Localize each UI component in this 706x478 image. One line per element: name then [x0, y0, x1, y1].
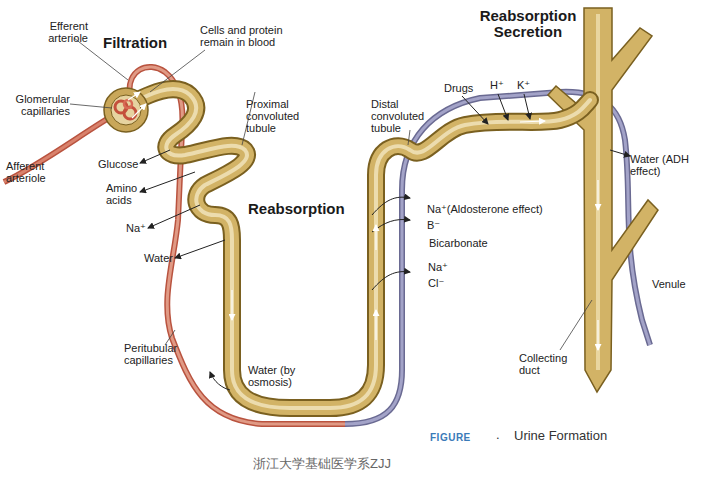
- water-arrow: [610, 150, 630, 156]
- callout-label: Efferent arteriole: [36, 20, 88, 44]
- section-heading: Reabsorption: [248, 201, 345, 217]
- glomerular-capillary: [124, 100, 132, 108]
- section-heading: Filtration: [103, 35, 167, 51]
- flow-arrow: [209, 100, 210, 112]
- callout-label: Glomerular capillaries: [6, 93, 70, 117]
- figure-separator: .: [496, 428, 500, 442]
- reabsorption-arrow: [372, 197, 410, 215]
- flow-arrow: [520, 121, 545, 122]
- leader-line: [408, 130, 410, 145]
- leader-line: [150, 50, 205, 92]
- callout-label: Peritubular capillaries: [124, 342, 204, 366]
- callout-label: Water (by osmosis): [248, 364, 338, 388]
- solute-label: Amino acids: [106, 182, 146, 206]
- collecting-duct-highlight: [596, 14, 600, 370]
- flow-arrow: [375, 310, 376, 340]
- figure-caption: Urine Formation: [514, 429, 607, 443]
- ion-label: Na⁺(Aldosterone effect): [427, 203, 543, 215]
- ion-label: B⁻: [427, 219, 440, 231]
- solute-label: Water: [144, 252, 173, 264]
- renal-tubule-outline: [120, 89, 590, 408]
- filtration-arrow: [128, 92, 140, 100]
- solute-label: Glucose: [98, 158, 138, 170]
- section-heading: Reabsorption Secretion: [472, 8, 584, 40]
- renal-tubule-highlight: [120, 89, 590, 408]
- flow-arrow: [597, 180, 598, 210]
- bowmans-capsule: [104, 88, 148, 132]
- callout-label: Water (ADH effect): [630, 153, 706, 177]
- leader-line: [70, 104, 112, 108]
- callout-label: Venule: [652, 278, 686, 290]
- reabsorption-arrow: [140, 172, 195, 192]
- osmosis-arrow: [210, 372, 230, 390]
- callout-label: Cells and protein remain in blood: [200, 24, 300, 48]
- reabsorption-arrow: [140, 150, 170, 163]
- ion-label: Cl⁻: [428, 277, 444, 289]
- renal-tubule: [120, 89, 590, 408]
- ion-label: Na⁺: [428, 261, 448, 273]
- filtration-arrow: [132, 104, 146, 118]
- reabsorption-arrow: [148, 205, 200, 228]
- callout-label: Proximal convoluted tubule: [246, 98, 324, 134]
- secretion-arrow: [498, 94, 508, 120]
- secretion-arrow: [524, 94, 530, 119]
- watermark: 浙江大学基础医学系ZJJ: [253, 457, 391, 471]
- leader-line: [560, 300, 592, 350]
- reabsorption-arrow: [175, 240, 225, 258]
- callout-label: Distal convoluted tubule: [371, 98, 441, 134]
- capsular-space: [111, 95, 141, 125]
- flow-arrow: [375, 225, 376, 250]
- solute-label: Bicarbonate: [429, 237, 488, 249]
- flow-arrow: [231, 290, 232, 320]
- ion-label: K⁺: [517, 79, 530, 91]
- collecting-duct: [548, 8, 658, 392]
- reabsorption-arrow: [372, 272, 410, 290]
- solute-label: Drugs: [444, 82, 473, 94]
- ion-label: H⁺: [490, 79, 504, 91]
- secretion-arrow: [462, 96, 488, 124]
- callout-label: Collecting duct: [519, 352, 581, 376]
- figure-tag: FIGURE: [430, 432, 471, 444]
- flow-arrow: [597, 320, 598, 350]
- reabsorption-arrow: [372, 220, 410, 233]
- ion-label: Na⁺: [126, 222, 146, 234]
- callout-label: Afferent arteriole: [6, 160, 58, 184]
